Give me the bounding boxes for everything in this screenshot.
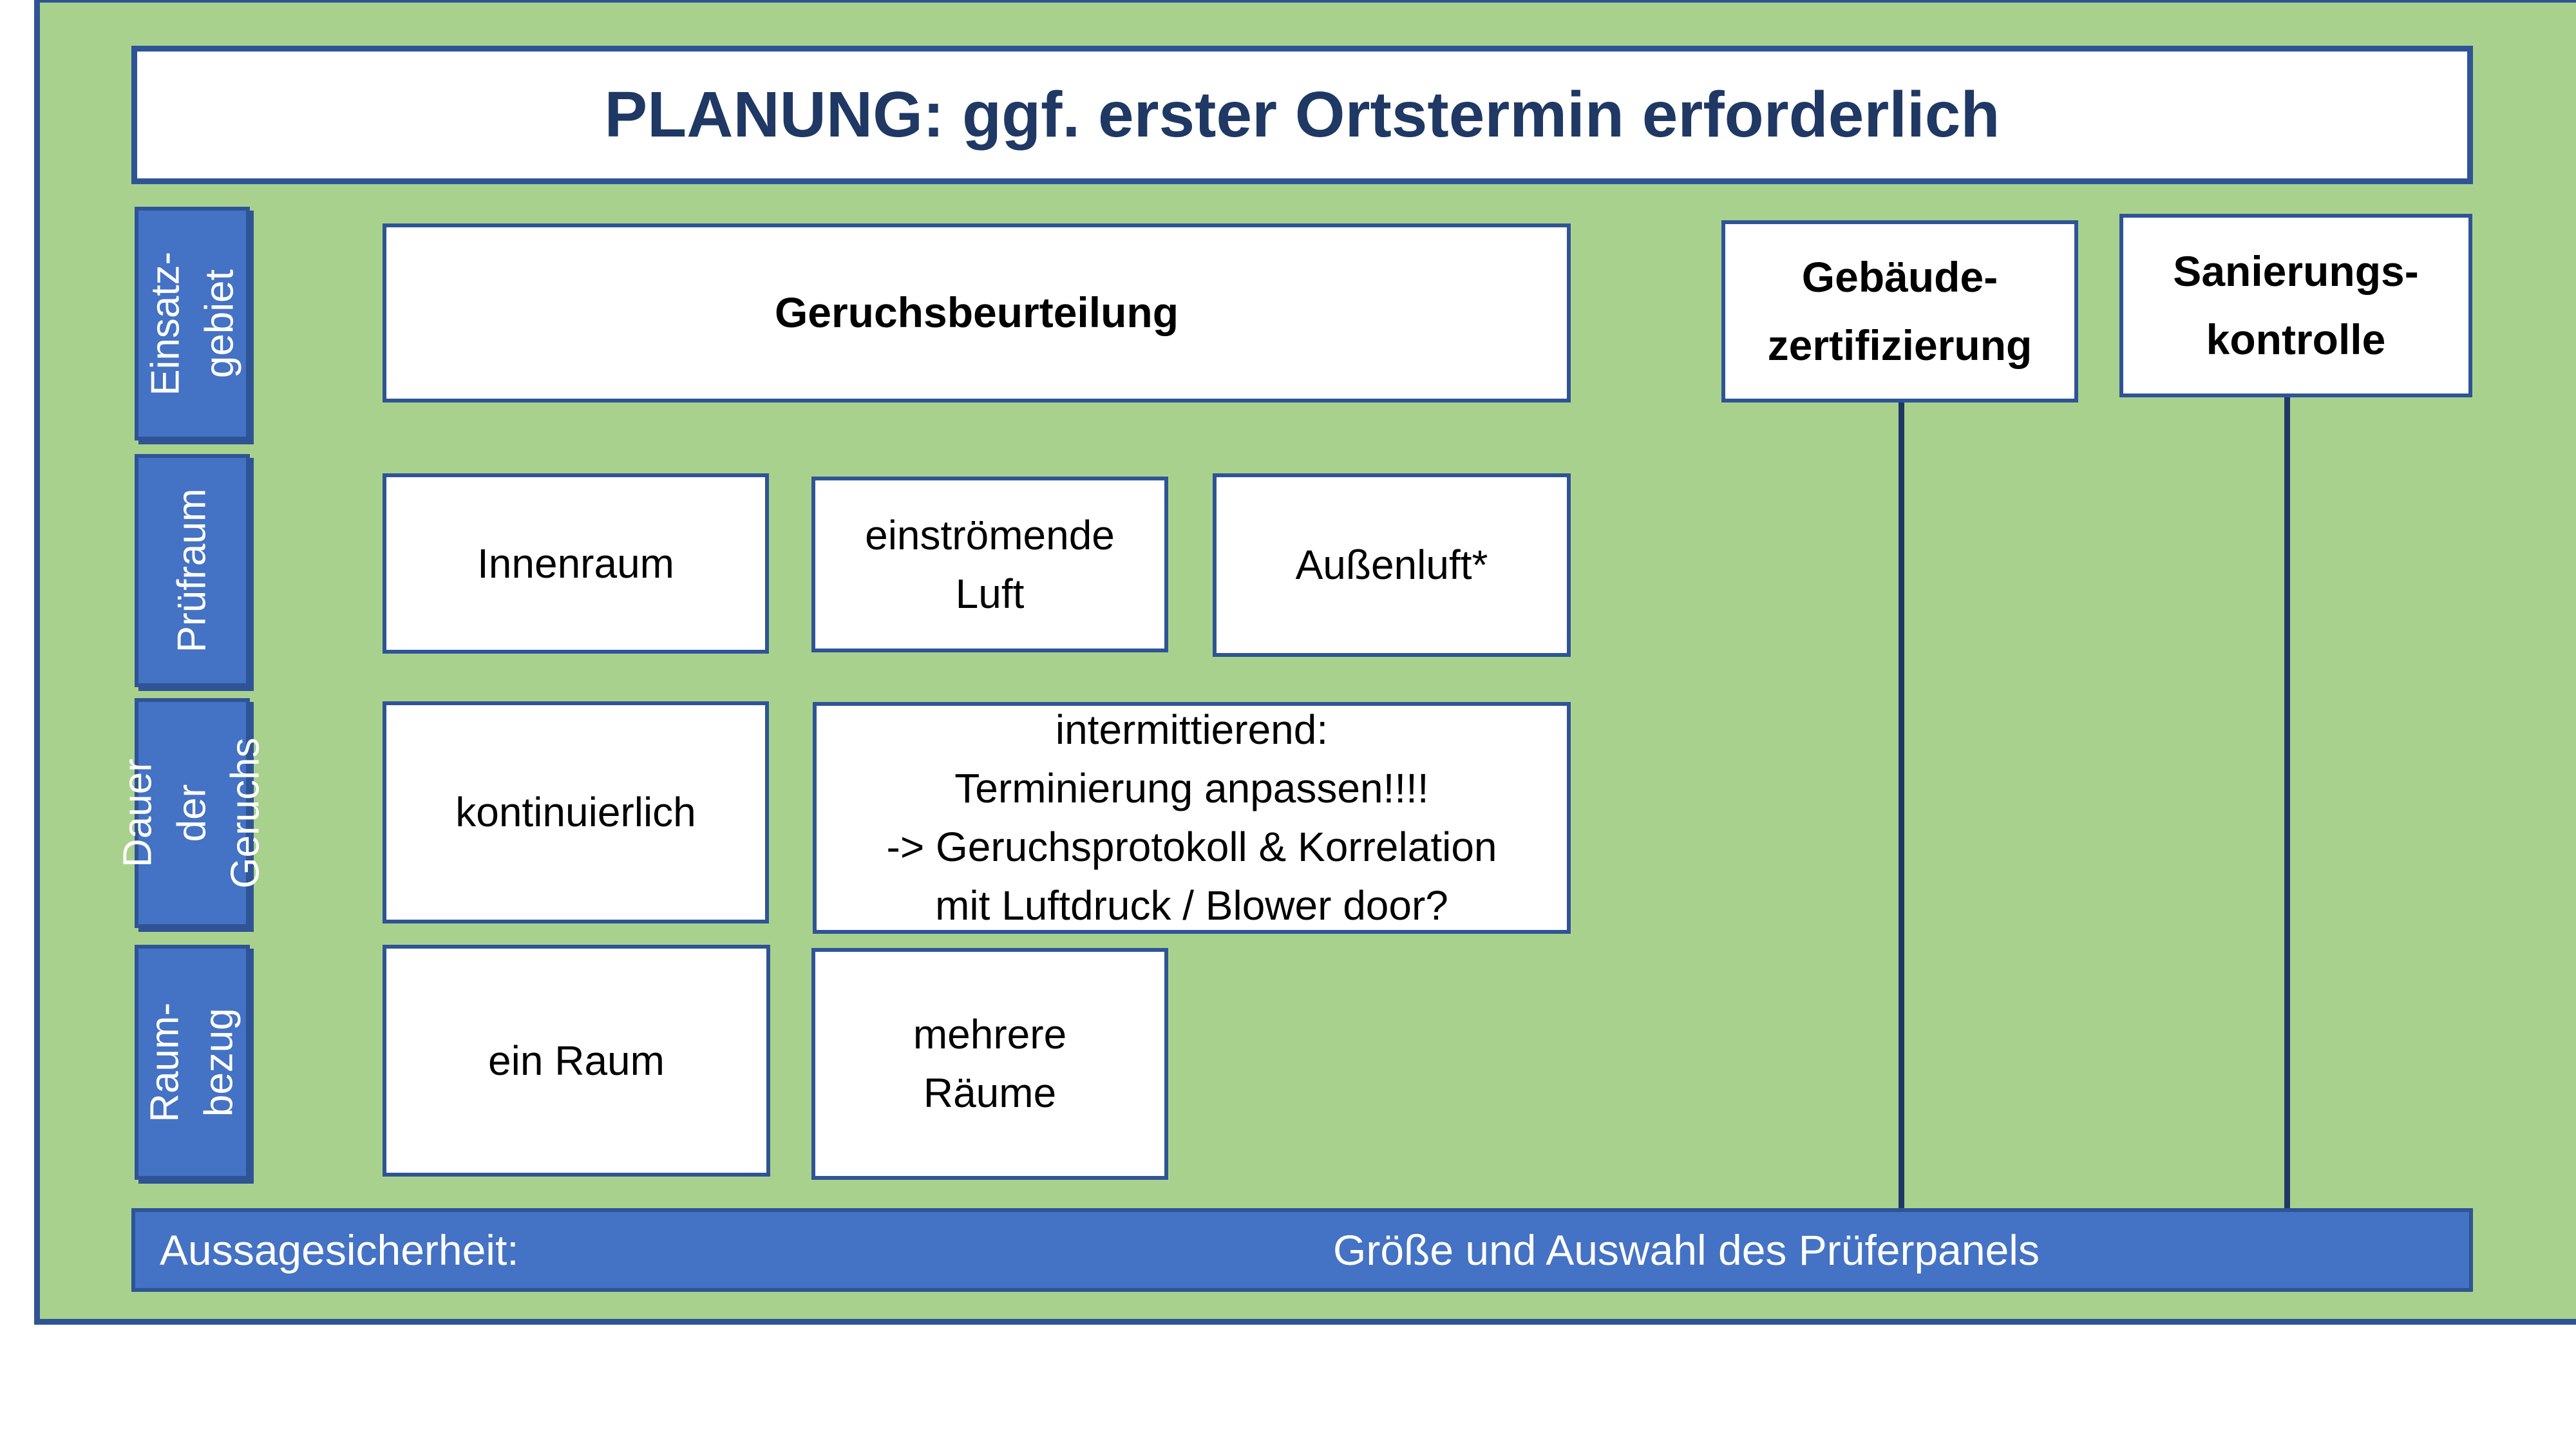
box-sanierungs-kontrolle: Sanierungs- kontrolle	[2119, 214, 2472, 397]
page-title: PLANUNG: ggf. erster Ortstermin erforder…	[604, 79, 2000, 151]
sidebar-item-label: Prüfraum	[169, 488, 214, 653]
box-aussenluft: Außenluft*	[1213, 473, 1571, 657]
box-intermittierend: intermittierend: Terminierung anpassen!!…	[813, 702, 1571, 934]
footer-label-aussagesicherheit: Aussagesicherheit:	[160, 1226, 519, 1274]
footer-bar: Aussagesicherheit: Größe und Auswahl des…	[131, 1208, 2473, 1292]
sidebar-item-label: Dauer der Geruchs	[115, 737, 269, 889]
box-kontinuierlich: kontinuierlich	[383, 701, 769, 923]
connector-sanierungs-kontrolle-line	[2284, 395, 2290, 1208]
box-einstroemende-luft: einströmende Luft	[811, 477, 1168, 652]
sidebar-item-raumbezug: Raum- bezug	[135, 945, 250, 1180]
sidebar-item-pruefraum: Prüfraum	[135, 454, 250, 687]
box-ein-raum: ein Raum	[383, 945, 770, 1177]
sidebar-item-label: Raum- bezug	[142, 1002, 242, 1122]
footer-label-prueferpanel: Größe und Auswahl des Prüferpanels	[1333, 1226, 2040, 1274]
box-mehrere-raeume: mehrere Räume	[811, 948, 1168, 1180]
connector-gebaeude-zertifizierung-line	[1899, 402, 1904, 1208]
sidebar-item-label: Einsatz- gebiet	[142, 251, 242, 396]
sidebar-item-dauer-der-geruchs: Dauer der Geruchs	[116, 698, 268, 928]
sidebar-item-einsatzgebiet: Einsatz- gebiet	[135, 207, 250, 440]
title-banner: PLANUNG: ggf. erster Ortstermin erforder…	[131, 46, 2473, 184]
box-innenraum: Innenraum	[383, 473, 769, 654]
box-gebaeude-zertifizierung: Gebäude- zertifizierung	[1721, 220, 2078, 402]
box-geruchsbeurteilung: Geruchsbeurteilung	[383, 223, 1571, 402]
